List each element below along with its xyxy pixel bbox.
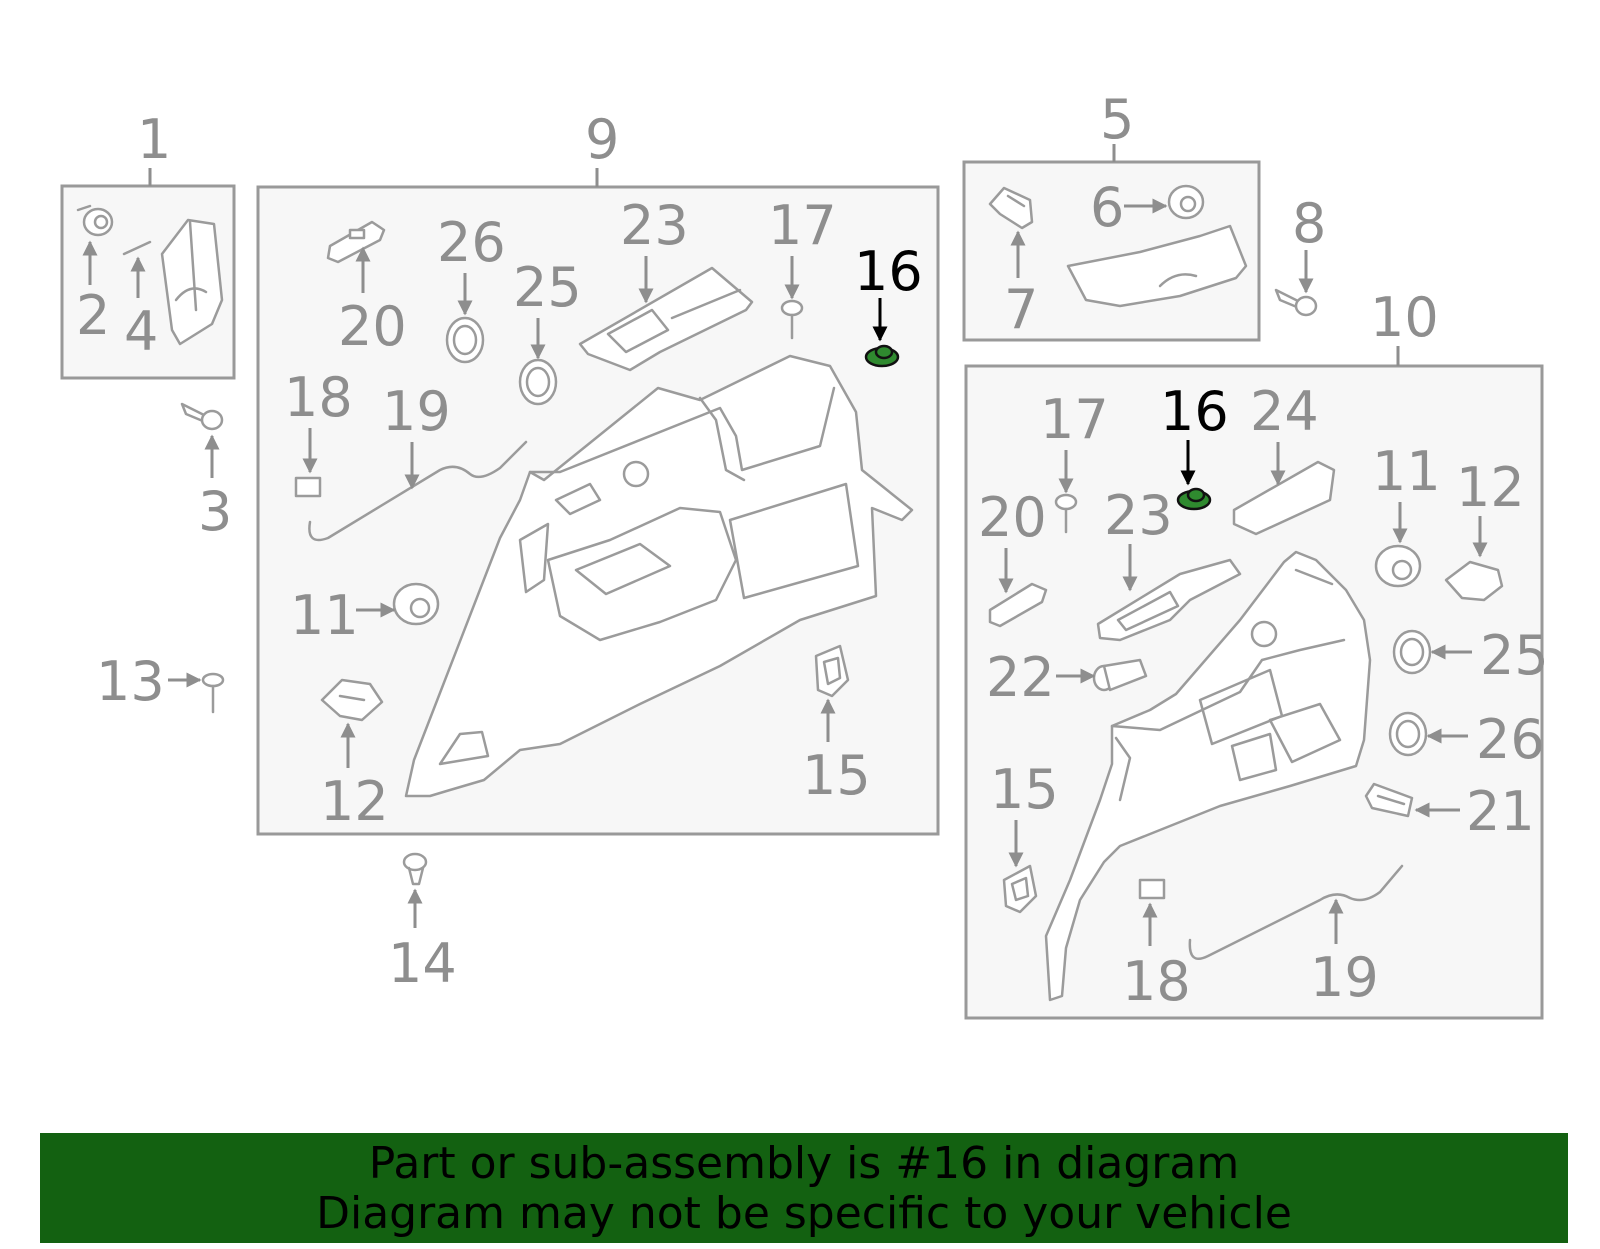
label-13[interactable]: 13 [96, 650, 165, 713]
label-26a[interactable]: 26 [437, 211, 506, 274]
part-13-screw[interactable] [201, 672, 225, 714]
label-11a[interactable]: 11 [290, 584, 359, 647]
part-8-bolt[interactable] [1274, 288, 1318, 317]
label-15a[interactable]: 15 [802, 744, 871, 807]
label-19a[interactable]: 19 [382, 380, 451, 443]
part-17-screw-right[interactable] [1054, 493, 1078, 534]
label-16a[interactable]: 16 [854, 240, 923, 303]
part-23-tray[interactable] [578, 266, 754, 372]
label-11b[interactable]: 11 [1372, 440, 1441, 503]
label-17a[interactable]: 17 [768, 194, 837, 257]
group-5: 5 7 6 [962, 88, 1261, 342]
info-banner: Part or sub-assembly is #16 in diagram D… [40, 1133, 1568, 1243]
part-18-clip[interactable] [294, 476, 322, 498]
label-21[interactable]: 21 [1466, 780, 1535, 843]
part-16-clip-highlighted-right[interactable] [1176, 487, 1212, 511]
group-10: 10 17 16 24 11 12 [964, 286, 1549, 1020]
label-17b[interactable]: 17 [1040, 388, 1109, 451]
part-5-trim[interactable] [1066, 224, 1248, 308]
part-19-cable[interactable] [308, 440, 528, 542]
part-7-bracket[interactable] [988, 186, 1034, 230]
label-19b[interactable]: 19 [1310, 946, 1379, 1009]
label-15b[interactable]: 15 [990, 758, 1059, 821]
label-23a[interactable]: 23 [620, 194, 689, 257]
part-24-pad[interactable] [1232, 460, 1336, 536]
part-12-bracket-right[interactable] [1444, 560, 1504, 602]
part-15-hook[interactable] [814, 644, 850, 698]
label-18b[interactable]: 18 [1122, 950, 1191, 1013]
part-16-clip-highlighted[interactable] [864, 344, 900, 368]
banner-line-1: Part or sub-assembly is #16 in diagram [368, 1138, 1240, 1189]
label-1[interactable]: 1 [137, 108, 171, 171]
group-1: 1 2 4 3 [60, 108, 236, 543]
part-20-handle[interactable] [326, 220, 386, 264]
part-21-switch[interactable] [1364, 782, 1414, 818]
part-18-clip-right[interactable] [1138, 878, 1166, 900]
banner-line-2: Diagram may not be specific to your vehi… [316, 1188, 1292, 1239]
part-4-pin[interactable] [122, 240, 152, 256]
label-18a[interactable]: 18 [284, 366, 353, 429]
label-20a[interactable]: 20 [338, 295, 407, 358]
label-12b[interactable]: 12 [1456, 456, 1525, 519]
part-10-quarter-panel[interactable] [1044, 550, 1372, 1002]
label-9[interactable]: 9 [585, 108, 619, 171]
label-25a[interactable]: 25 [513, 256, 582, 319]
part-9-quarter-panel[interactable] [404, 354, 914, 798]
label-22[interactable]: 22 [986, 646, 1055, 709]
label-12a[interactable]: 12 [320, 770, 389, 833]
label-6[interactable]: 6 [1090, 176, 1124, 239]
part-26-grille-right[interactable] [1388, 711, 1428, 757]
label-3[interactable]: 3 [198, 480, 232, 543]
part-17-screw[interactable] [780, 299, 804, 340]
label-2[interactable]: 2 [76, 284, 110, 347]
part-14-nut[interactable] [402, 852, 428, 886]
label-4[interactable]: 4 [124, 300, 158, 363]
label-7[interactable]: 7 [1004, 278, 1038, 341]
part-2-clip[interactable] [76, 204, 114, 237]
group-9: 9 20 26 25 23 [256, 108, 940, 836]
part-11-fastener[interactable] [392, 582, 440, 626]
label-23b[interactable]: 23 [1104, 484, 1173, 547]
part-11-fastener-right[interactable] [1374, 544, 1422, 588]
part-19-cable-right[interactable] [1188, 864, 1404, 960]
label-24[interactable]: 24 [1250, 380, 1319, 443]
part-15-hook-right[interactable] [1002, 864, 1038, 914]
part-12-bracket[interactable] [320, 678, 384, 722]
part-6-fastener[interactable] [1167, 184, 1205, 220]
label-26b[interactable]: 26 [1476, 708, 1545, 771]
label-14[interactable]: 14 [388, 932, 457, 995]
label-20b[interactable]: 20 [978, 486, 1047, 549]
part-20-handle-right[interactable] [988, 582, 1048, 628]
part-26-grille[interactable] [445, 316, 485, 364]
label-5[interactable]: 5 [1100, 88, 1134, 151]
part-25-grille-right[interactable] [1392, 629, 1432, 675]
part-3-bolt[interactable] [180, 402, 224, 431]
part-1-trim-panel[interactable] [160, 218, 224, 346]
label-25b[interactable]: 25 [1480, 624, 1549, 687]
part-25-grille[interactable] [518, 358, 558, 406]
part-23-tray-right[interactable] [1096, 558, 1242, 642]
label-16b[interactable]: 16 [1160, 380, 1229, 443]
label-10[interactable]: 10 [1370, 286, 1439, 349]
label-8[interactable]: 8 [1292, 192, 1326, 255]
